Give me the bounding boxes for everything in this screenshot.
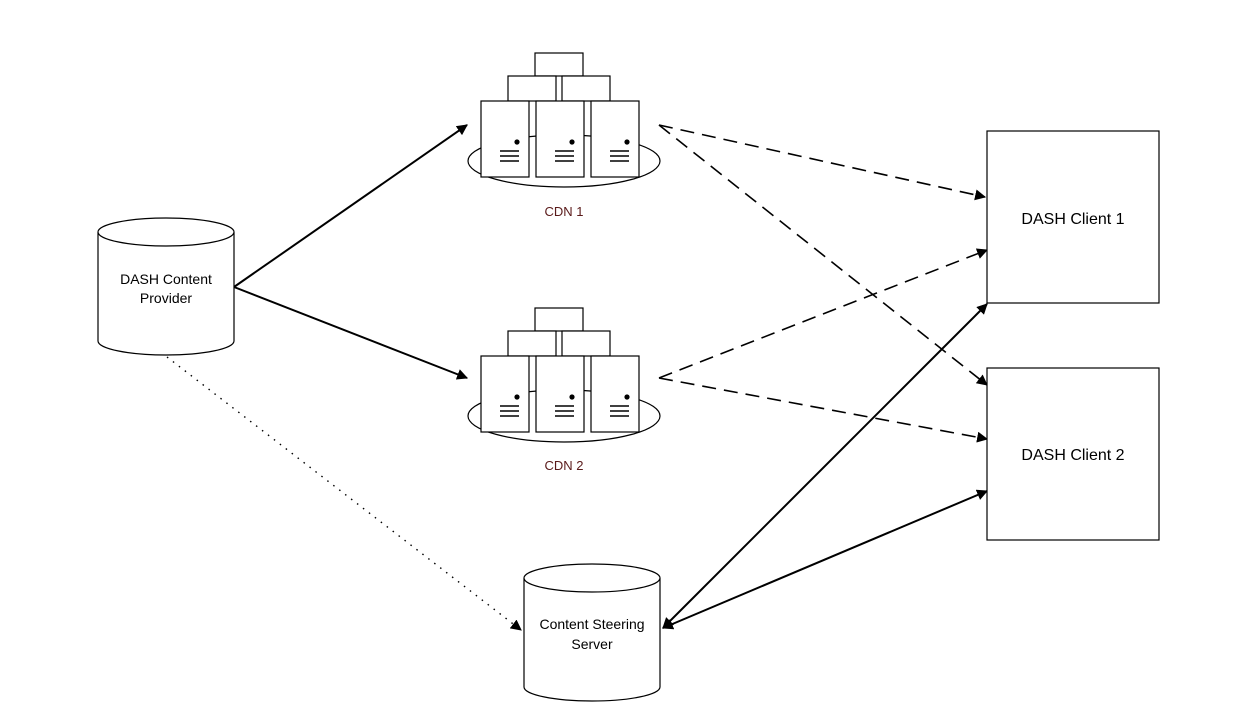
connectors (166, 124, 989, 631)
provider-label-line1: DASH Content (120, 271, 212, 287)
steering-client2-bidirectional-arrow (661, 489, 989, 630)
cdn2-label: CDN 2 (544, 458, 583, 473)
cdn2-server-cluster: CDN 2 (468, 308, 660, 473)
cdn1-server-cluster: CDN 1 (468, 53, 660, 219)
steering-label-line1: Content Steering (539, 616, 644, 632)
cdn1-to-client2-dashed-arrow (658, 124, 988, 386)
cdn1-label: CDN 1 (544, 204, 583, 219)
client2-label: DASH Client 2 (1021, 447, 1124, 464)
cdn2-to-client1-dashed-arrow (658, 248, 989, 379)
provider-to-cdn2-arrow (233, 286, 469, 380)
provider-to-steering-dotted-arrow (166, 356, 522, 631)
steering-client1-bidirectional-arrow (662, 303, 988, 629)
provider-label-line2: Provider (140, 290, 192, 306)
content-steering-server-database: Content Steering Server (523, 563, 661, 702)
dash-client-2-box: DASH Client 2 (986, 367, 1160, 541)
client1-label: DASH Client 1 (1021, 211, 1124, 228)
dash-content-provider-database: DASH Content Provider (97, 217, 235, 356)
steering-label-line2: Server (571, 636, 613, 652)
provider-to-cdn1-arrow (233, 124, 468, 288)
dash-client-1-box: DASH Client 1 (986, 130, 1160, 304)
cdn2-to-client2-dashed-arrow (658, 377, 989, 443)
cdn1-to-client1-dashed-arrow (658, 124, 987, 201)
